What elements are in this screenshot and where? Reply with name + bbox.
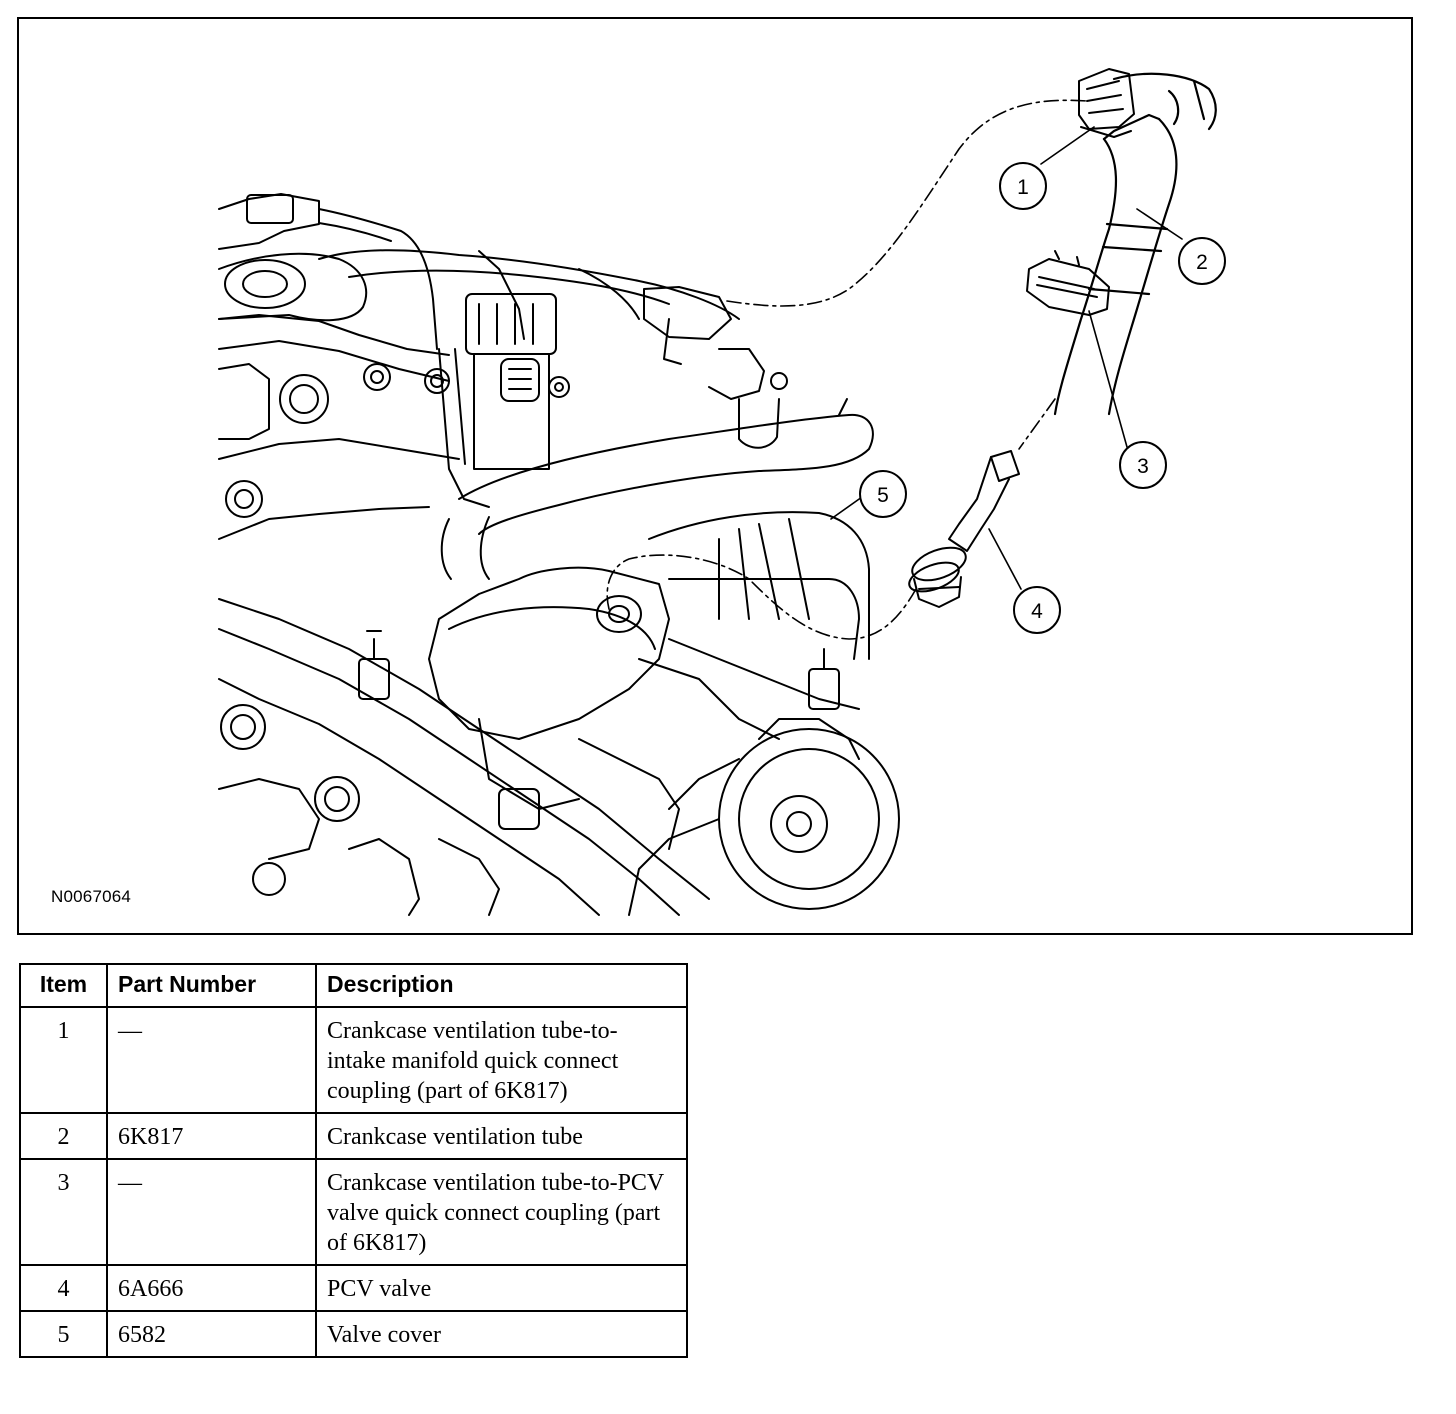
header-description: Description — [315, 963, 688, 1008]
pcv-valve — [908, 450, 1020, 608]
cell-item: 4 — [19, 1264, 108, 1312]
quick-connect-coupling-pcv — [1026, 250, 1110, 316]
parts-table: Item Part Number Description 1 — Crankca… — [19, 963, 688, 1358]
quick-connect-coupling-intake — [1078, 68, 1135, 138]
callout-2: 2 — [1178, 237, 1226, 285]
cell-part-number: — — [106, 1006, 317, 1114]
table-row: 4 6A666 PCV valve — [19, 1264, 688, 1312]
figure-id: N0067064 — [51, 887, 132, 906]
cell-part-number: 6K817 — [106, 1112, 317, 1160]
callout-3: 3 — [1119, 441, 1167, 489]
cell-part-number: 6582 — [106, 1310, 317, 1358]
callout-1: 1 — [999, 162, 1047, 210]
callout-5: 5 — [859, 470, 907, 518]
table-row: 2 6K817 Crankcase ventilation tube — [19, 1112, 688, 1160]
cell-part-number: 6A666 — [106, 1264, 317, 1312]
cell-description: Crankcase ventilation tube-to-intake man… — [315, 1006, 688, 1114]
engine-diagram: 1 2 3 4 5 — [218, 68, 1226, 916]
callout-2-label: 2 — [1196, 251, 1208, 274]
callout-3-label: 3 — [1137, 455, 1149, 478]
engine-illustration — [218, 193, 900, 916]
table-header-row: Item Part Number Description — [19, 963, 688, 1008]
cell-item: 1 — [19, 1006, 108, 1114]
callout-5-label: 5 — [877, 484, 889, 507]
header-item: Item — [19, 963, 108, 1008]
callout-4: 4 — [1013, 586, 1061, 634]
table-row: 3 — Crankcase ventilation tube-to-PCV va… — [19, 1158, 688, 1266]
cell-description: Valve cover — [315, 1310, 688, 1358]
cell-item: 5 — [19, 1310, 108, 1358]
table-row: 1 — Crankcase ventilation tube-to-intake… — [19, 1006, 688, 1114]
assembly-lines — [606, 99, 1088, 640]
cell-item: 2 — [19, 1112, 108, 1160]
callout-4-label: 4 — [1031, 600, 1043, 623]
cell-description: Crankcase ventilation tube-to-PCV valve … — [315, 1158, 688, 1266]
figure-frame: 1 2 3 4 5 N0067064 — [17, 17, 1413, 935]
callout-1-label: 1 — [1017, 176, 1029, 199]
cell-item: 3 — [19, 1158, 108, 1266]
header-part-number: Part Number — [106, 963, 317, 1008]
table-row: 5 6582 Valve cover — [19, 1310, 688, 1358]
callout-leaders — [830, 126, 1183, 590]
cell-description: Crankcase ventilation tube — [315, 1112, 688, 1160]
cell-description: PCV valve — [315, 1264, 688, 1312]
cell-part-number: — — [106, 1158, 317, 1266]
